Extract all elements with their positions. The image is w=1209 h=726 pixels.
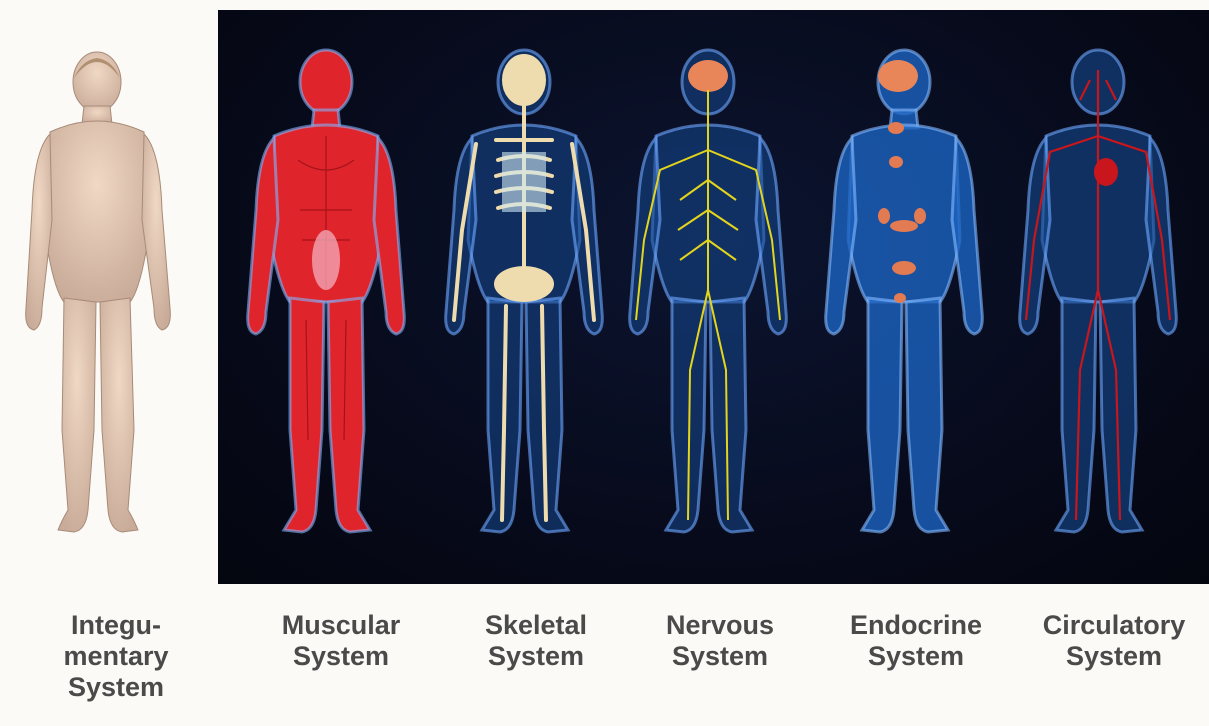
label-muscular: Muscular System <box>251 610 431 672</box>
muscle-body-figure-icon <box>238 40 418 560</box>
label-line: System <box>1024 641 1204 672</box>
figures-row <box>0 0 1209 584</box>
label-skeletal: Skeletal System <box>446 610 626 672</box>
endocrine-figure <box>816 40 996 560</box>
skeletal-figure <box>436 40 616 560</box>
label-line: System <box>446 641 626 672</box>
label-line: Nervous <box>630 610 810 641</box>
nervous-figure <box>620 40 800 560</box>
vessel-body-figure-icon <box>1010 40 1190 560</box>
label-endocrine: Endocrine System <box>826 610 1006 672</box>
label-line: Endocrine <box>826 610 1006 641</box>
label-line: Integu- <box>26 610 206 641</box>
label-line: System <box>251 641 431 672</box>
label-line: System <box>826 641 1006 672</box>
label-line: Circulatory <box>1024 610 1204 641</box>
label-circulatory: Circulatory System <box>1024 610 1204 672</box>
label-line: System <box>630 641 810 672</box>
label-line: Muscular <box>251 610 431 641</box>
skin-body-figure-icon <box>12 40 192 560</box>
muscular-figure <box>238 40 418 560</box>
gland-body-figure-icon <box>816 40 996 560</box>
label-integumentary: Integu- mentary System <box>26 610 206 703</box>
circulatory-figure <box>1010 40 1190 560</box>
label-nervous: Nervous System <box>630 610 810 672</box>
label-line: System <box>26 672 206 703</box>
label-line: Skeletal <box>446 610 626 641</box>
integumentary-figure <box>12 40 192 560</box>
nerve-body-figure-icon <box>620 40 800 560</box>
skeleton-figure-icon <box>436 40 616 560</box>
label-line: mentary <box>26 641 206 672</box>
